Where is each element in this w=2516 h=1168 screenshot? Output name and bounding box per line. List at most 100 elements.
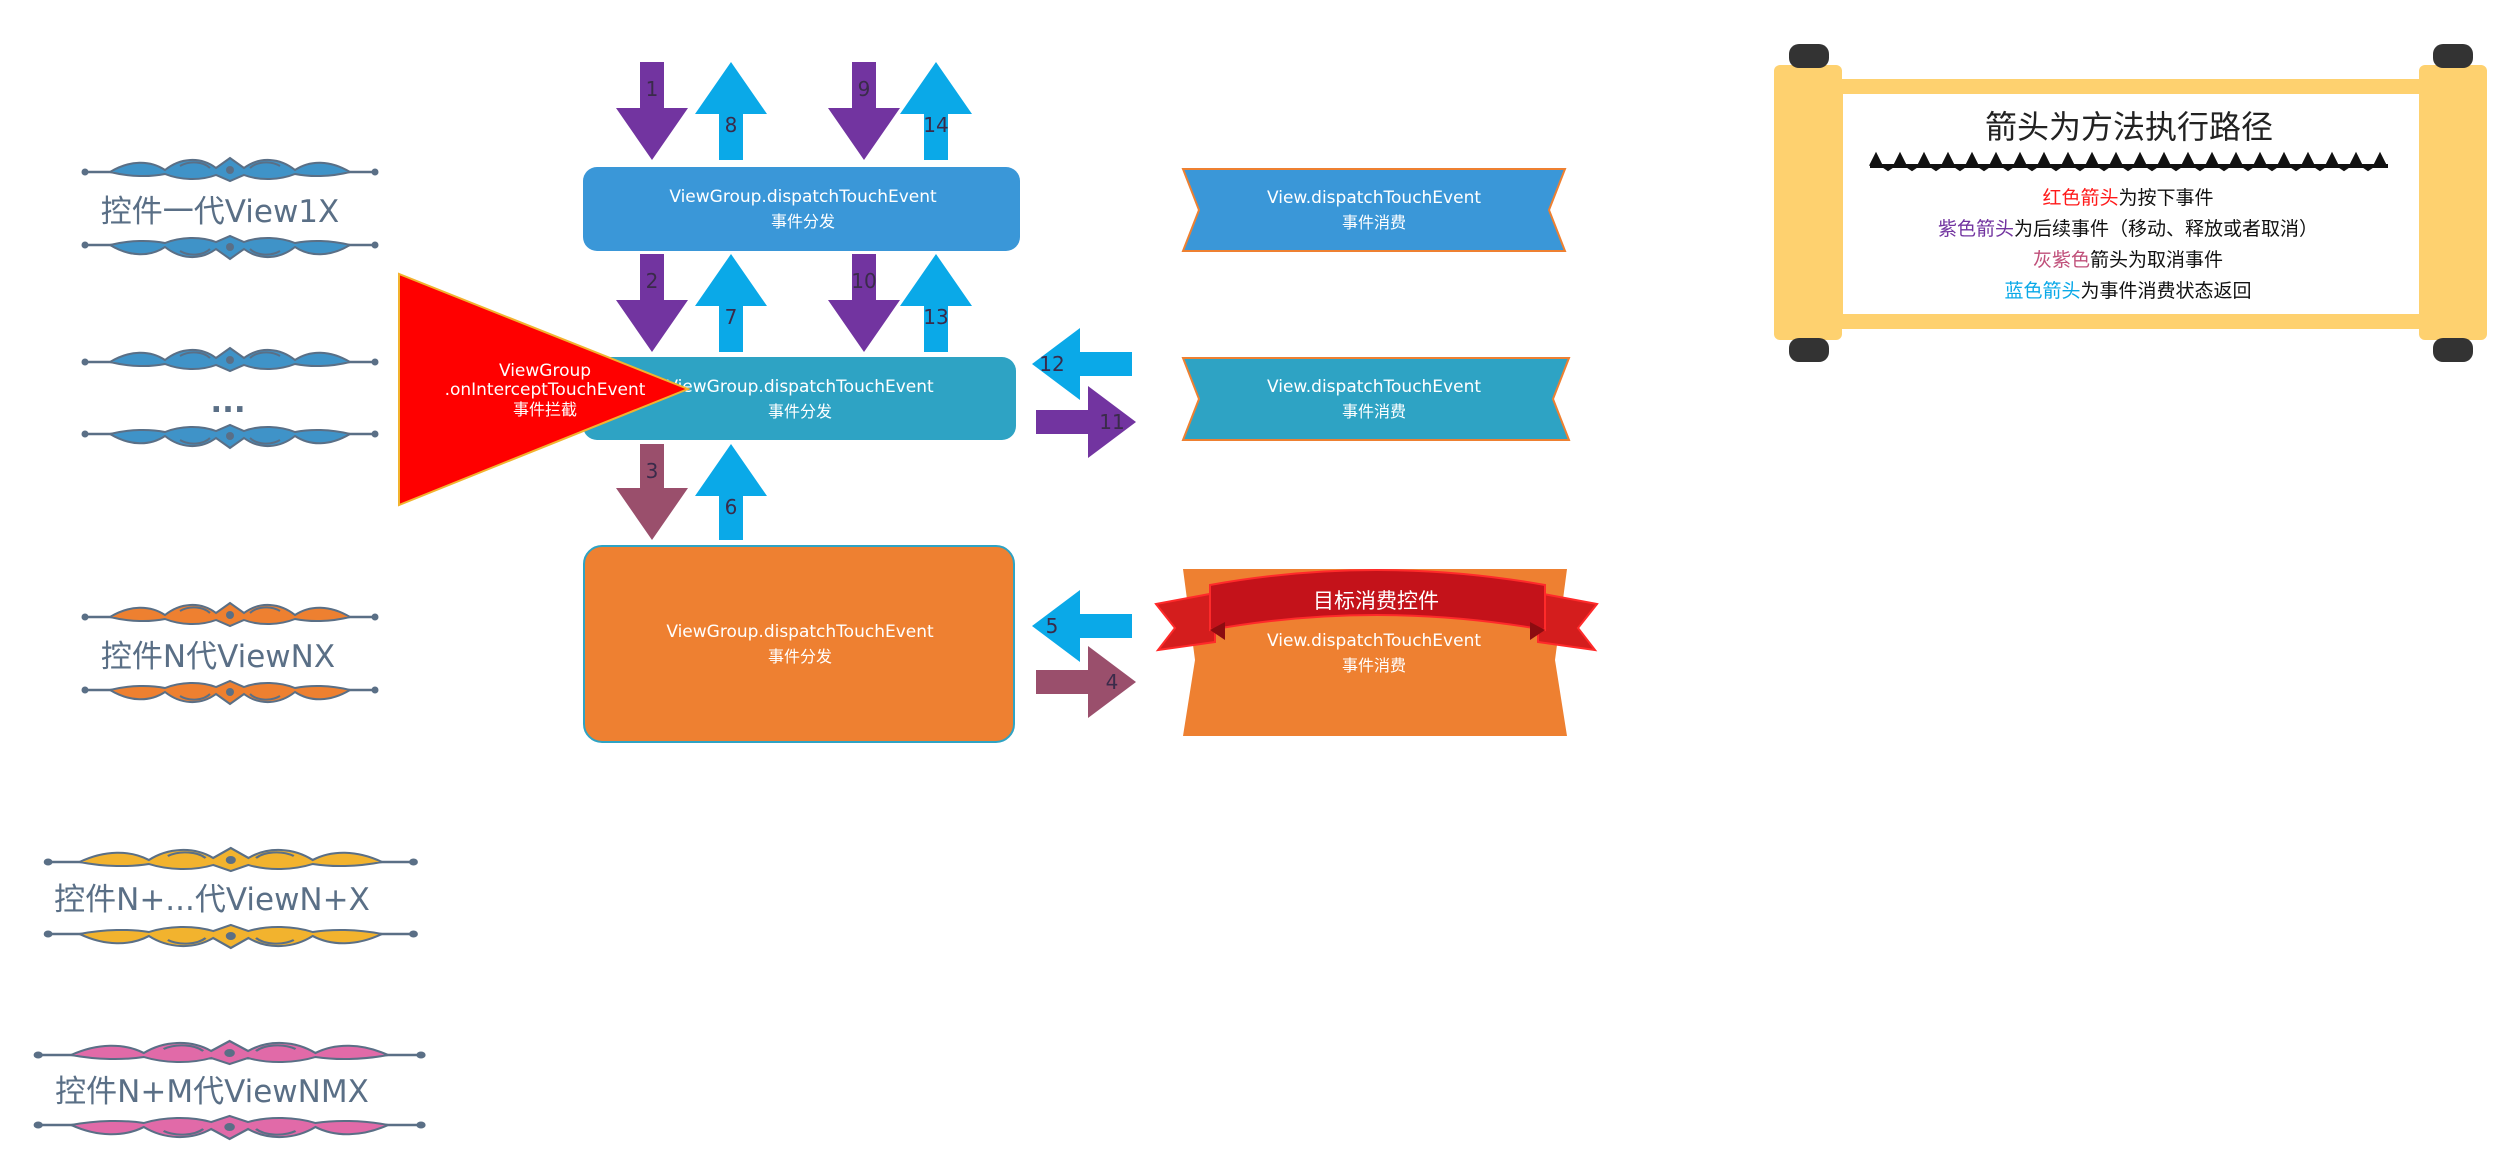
intercept-line2: .onInterceptTouchEvent (445, 380, 646, 400)
arrow-number: 4 (1106, 670, 1119, 694)
arrow-shape (1032, 590, 1132, 662)
arrow-number: 2 (646, 269, 659, 293)
view-box-2: View.dispatchTouchEvent 事件消费 (1181, 357, 1571, 441)
legend-purple-rest: 为后续事件（移动、释放或者取消） (2014, 218, 2318, 240)
arrow-shape (828, 254, 900, 352)
box-method: ViewGroup.dispatchTouchEvent (666, 622, 934, 642)
flow-arrow-14: 14 (900, 62, 972, 160)
target-banner-label: 目标消费控件 (1313, 589, 1439, 613)
arrow-shape (616, 444, 688, 540)
view-box-1: View.dispatchTouchEvent 事件消费 (1181, 168, 1567, 252)
legend-purple-colored: 紫色箭头 (1938, 218, 2014, 240)
generation-label: 控件N+...代ViewN+X (54, 882, 370, 918)
ornament-divider (80, 156, 380, 183)
flow-arrow-13: 13 (900, 254, 972, 352)
viewgroup-box-3: ViewGroup.dispatchTouchEvent 事件分发 (583, 545, 1015, 743)
flow-arrow-9: 9 (828, 62, 900, 160)
arrow-shape (1036, 646, 1136, 718)
arrow-number: 5 (1046, 614, 1059, 638)
box-caption: 事件分发 (768, 647, 832, 666)
arrow-shape (900, 254, 972, 352)
generation-label: 控件N代ViewNX (101, 639, 335, 675)
legend-grey-rest: 箭头为取消事件 (2090, 249, 2223, 271)
flow-arrow-1: 1 (616, 62, 688, 160)
arrow-shape (1036, 386, 1136, 458)
box-method: View.dispatchTouchEvent (1267, 631, 1481, 651)
viewgroup-box-2: ViewGroup.dispatchTouchEvent 事件分发 (583, 357, 1016, 440)
intercept-line3: 事件拦截 (513, 400, 577, 419)
arrow-shape (695, 444, 767, 540)
intercept-triangle: ViewGroup .onInterceptTouchEvent 事件拦截 (398, 272, 691, 507)
flow-arrow-6: 6 (695, 444, 767, 540)
arrow-number: 14 (923, 113, 948, 137)
arrow-number: 3 (646, 459, 659, 483)
legend-blue-colored: 蓝色箭头 (2004, 280, 2080, 302)
generation-label: 控件N+M代ViewNMX (55, 1074, 369, 1110)
arrow-number: 13 (923, 305, 948, 329)
ornament-divider (80, 679, 380, 706)
flow-arrow-7: 7 (695, 254, 767, 352)
box-method: ViewGroup.dispatchTouchEvent (666, 377, 934, 397)
zigzag-baseline (1870, 164, 2388, 168)
arrow-shape (695, 254, 767, 352)
viewgroup-box-1: ViewGroup.dispatchTouchEvent 事件分发 (583, 167, 1020, 251)
box-caption: 事件分发 (771, 212, 835, 231)
ornament-divider (31, 1039, 428, 1066)
legend-red-rest: 为按下事件 (2119, 187, 2214, 209)
flow-arrow-8: 8 (695, 62, 767, 160)
arrow-number: 8 (725, 113, 738, 137)
flow-arrow-4: 4 (1036, 646, 1136, 718)
target-banner: 目标消费控件 (1154, 569, 1599, 652)
ornament-divider (31, 1114, 428, 1141)
legend-title: 箭头为方法执行路径 (1985, 108, 2273, 146)
legend-purple: 紫色箭头为后续事件（移动、释放或者取消） (1938, 218, 2318, 240)
flow-arrow-5: 5 (1032, 590, 1132, 662)
box-caption: 事件分发 (768, 402, 832, 421)
generation-n-m: 控件N+M代ViewNMX (31, 1039, 428, 1141)
ornament-divider (42, 846, 420, 873)
ornament-divider (80, 346, 380, 373)
arrow-number: 9 (858, 77, 871, 101)
generation-ellipsis: ... (80, 346, 380, 450)
generation-label: ... (210, 384, 245, 420)
legend-blue: 蓝色箭头为事件消费状态返回 (2004, 280, 2251, 302)
arrow-number: 1 (646, 77, 659, 101)
legend-red-colored: 红色箭头 (2042, 187, 2118, 209)
ornament-divider (80, 423, 380, 450)
flow-arrow-10: 10 (828, 254, 900, 352)
arrow-shape (1032, 328, 1132, 400)
box-caption: 事件消费 (1342, 213, 1406, 232)
ornament-divider (80, 601, 380, 628)
arrow-number: 11 (1099, 410, 1124, 434)
legend-grey: 灰紫色箭头为取消事件 (2033, 249, 2223, 271)
legend-divider (1869, 151, 2388, 172)
generation-n: 控件N代ViewNX (80, 601, 380, 706)
arrow-shape (616, 62, 688, 160)
box-method: View.dispatchTouchEvent (1267, 377, 1481, 397)
flow-arrow-2: 2 (616, 254, 688, 352)
box-method: View.dispatchTouchEvent (1267, 188, 1481, 208)
intercept-line1: ViewGroup (499, 361, 591, 381)
flow-arrow-3: 3 (616, 444, 688, 540)
legend-scroll: 箭头为方法执行路径 红色箭头为按下事件 紫色箭头为后续事件（移动、释放或者取消）… (1774, 44, 2487, 362)
flow-arrow-11: 11 (1036, 386, 1136, 458)
arrow-shape (695, 62, 767, 160)
arrows-layer: 1 8 9 14 2 7 10 13 3 6 12 11 5 4 (616, 62, 1136, 718)
generation-label: 控件一代View1X (101, 194, 340, 230)
ornament-divider (42, 923, 420, 950)
legend-red: 红色箭头为按下事件 (2042, 187, 2213, 209)
arrow-shape (616, 254, 688, 352)
flow-arrow-12: 12 (1032, 328, 1132, 400)
arrow-number: 7 (725, 305, 738, 329)
legend-blue-rest: 为事件消费状态返回 (2081, 280, 2252, 302)
box-caption: 事件消费 (1342, 656, 1406, 675)
generation-1: 控件一代View1X (80, 156, 380, 261)
arrow-number: 12 (1039, 352, 1064, 376)
arrow-number: 10 (851, 269, 876, 293)
box-caption: 事件消费 (1342, 402, 1406, 421)
ornament-divider (80, 234, 380, 261)
arrow-shape (828, 62, 900, 160)
legend-grey-colored: 灰紫色 (2033, 249, 2090, 271)
arrow-number: 6 (725, 495, 738, 519)
generation-n-plus: 控件N+...代ViewN+X (42, 846, 420, 950)
